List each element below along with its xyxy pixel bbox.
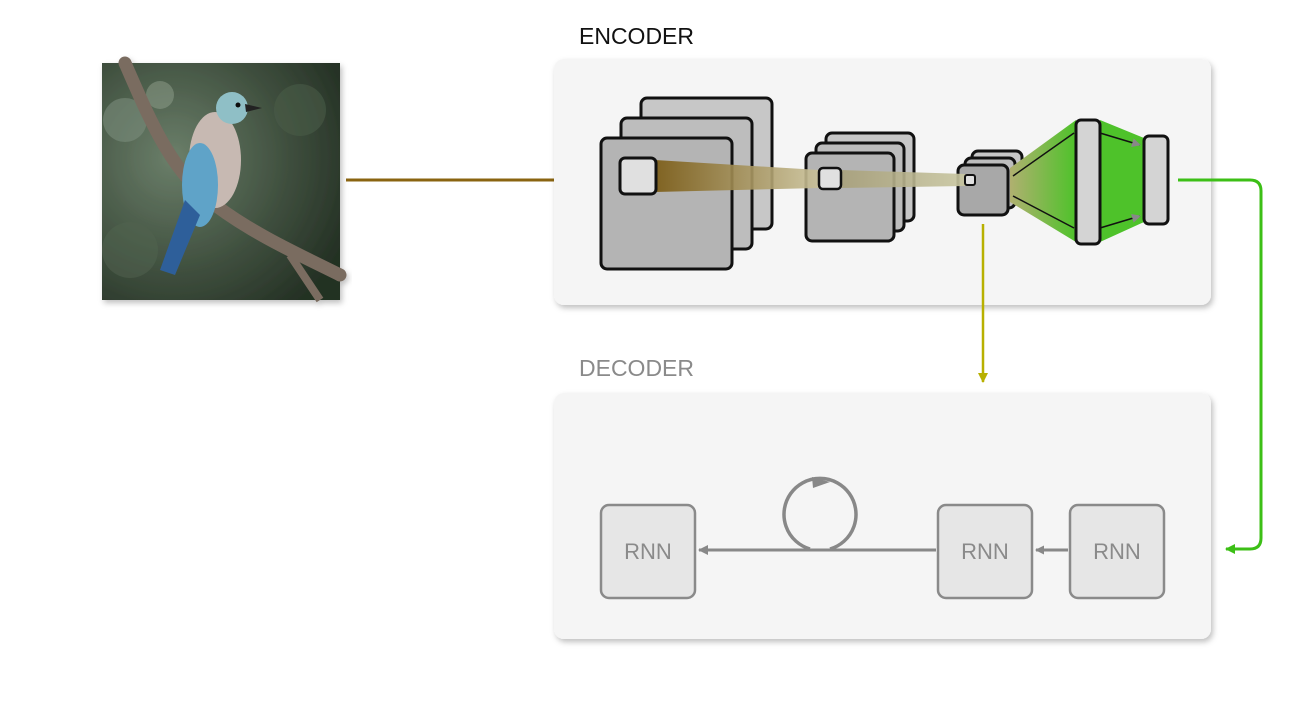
recurrent-loop-icon (782, 476, 858, 551)
encoder-title: ENCODER (579, 23, 694, 49)
receptive-field-cone-1 (655, 160, 819, 192)
fc-connection-2 (1100, 120, 1144, 242)
rnn-label-3: RNN (1093, 539, 1141, 564)
decoder-title: DECODER (579, 355, 694, 381)
receptive-field-square-2 (817, 166, 843, 191)
fc-line-4 (1099, 213, 1141, 229)
fc-line-2 (1012, 195, 1075, 229)
rnn-label-1: RNN (624, 539, 672, 564)
fc-connection-1 (1010, 120, 1076, 242)
fc-layer-2 (1142, 134, 1170, 226)
fc-line-3 (1099, 132, 1141, 148)
input-image (102, 56, 347, 303)
rnn-cell-2: RNN (936, 503, 1034, 600)
decoder-panel (554, 393, 1211, 639)
output-arrow (1178, 178, 1263, 554)
rnn-label-2: RNN (961, 539, 1009, 564)
rnn-cell-3: RNN (1068, 503, 1166, 600)
receptive-field-square-3 (964, 174, 976, 186)
rnn-cell-1: RNN (599, 503, 697, 600)
receptive-field-square-1 (618, 156, 658, 196)
receptive-field-cone-2 (840, 170, 966, 188)
fc-line-1 (1012, 132, 1075, 177)
fc-layer-1 (1074, 118, 1102, 246)
